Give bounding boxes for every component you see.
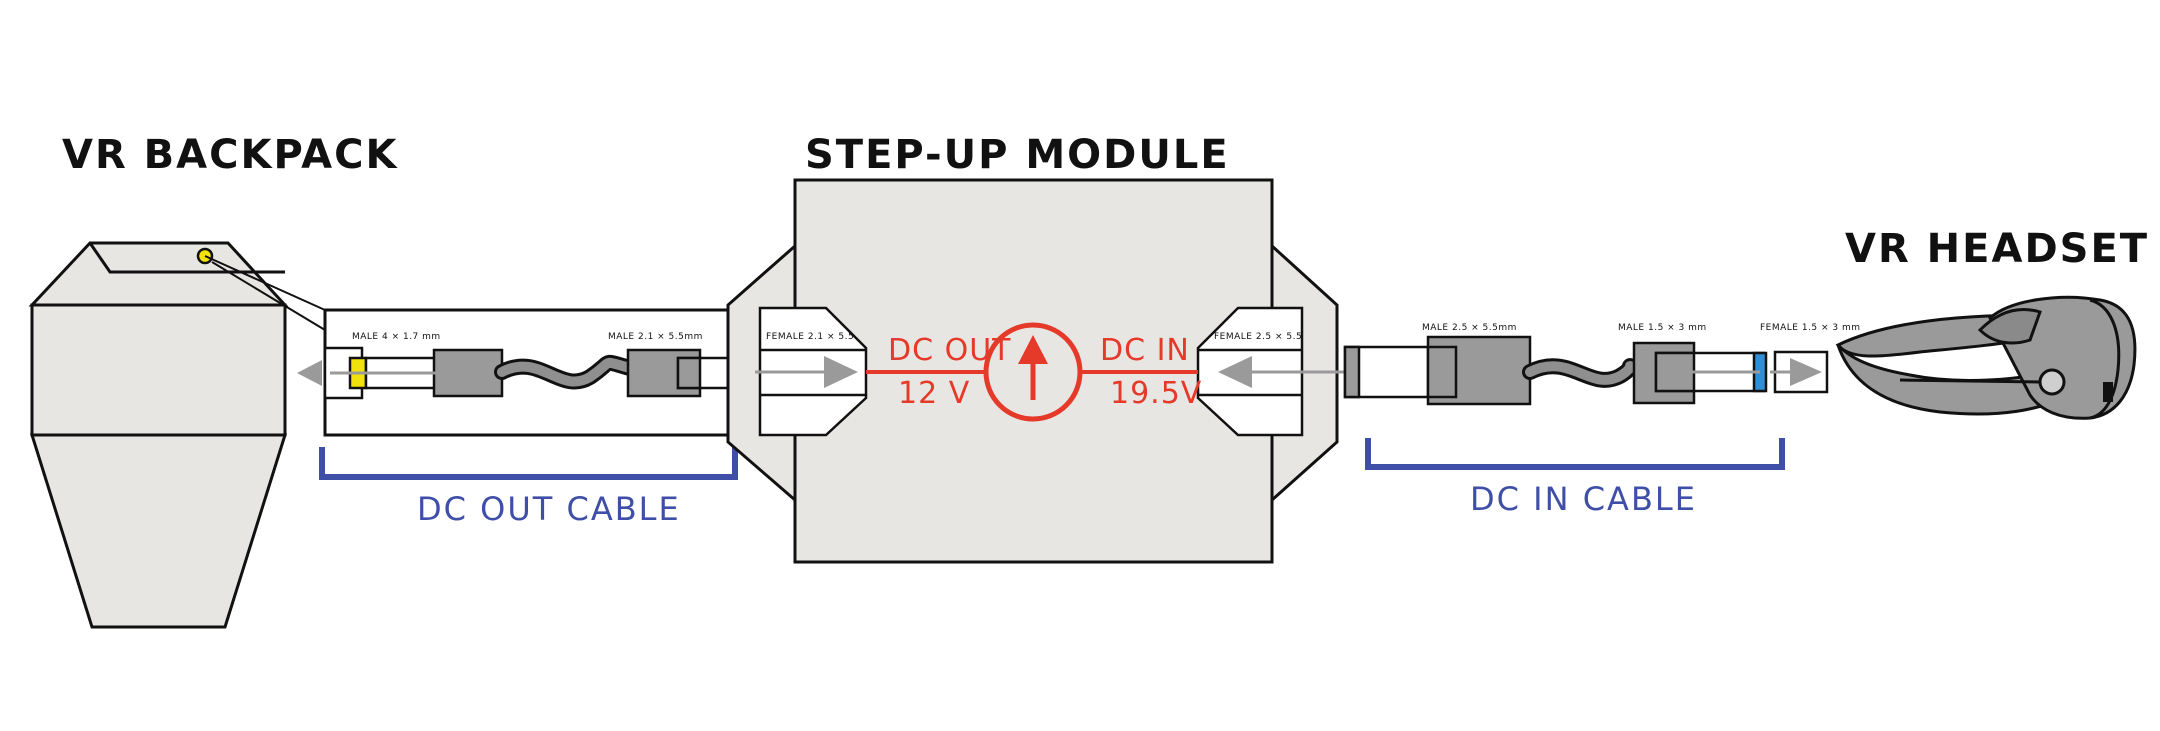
module-title: STEP-UP MODULE [805, 132, 1230, 178]
headset-jack-label: FEMALE 1.5 × 3 mm [1760, 323, 1861, 333]
in-tip-label: MALE 1.5 × 3 mm [1618, 323, 1707, 333]
in-plug-label: MALE 2.5 × 5.5mm [1422, 323, 1517, 333]
dc-out-voltage: 12 V [898, 376, 970, 411]
step-up-arrow-icon [1018, 335, 1048, 364]
headset-dial [2038, 368, 2066, 396]
dc-in-label: DC IN [1100, 333, 1190, 368]
step-up-converter-symbol [983, 322, 1083, 422]
module-out-jack-label: FEMALE 2.1 × 5.5 [766, 332, 854, 342]
vr-headset [1835, 295, 2137, 420]
headset-title: VR HEADSET [1845, 226, 2149, 272]
dc-out-cable-label: DC OUT CABLE [417, 490, 681, 528]
vr-backpack [28, 241, 289, 629]
backpack-title: VR BACKPACK [62, 132, 398, 178]
out-plug-label: MALE 2.1 × 5.5mm [608, 332, 703, 342]
backpack-bottom [29, 433, 288, 629]
dc-in-cable-label: DC IN CABLE [1470, 480, 1697, 518]
dc-in-voltage: 19.5V [1110, 376, 1202, 411]
headset-port [2103, 382, 2113, 402]
in-flow-arrow-right [1790, 358, 1822, 386]
module-in-arrow [1218, 356, 1252, 388]
out-tip-label: MALE 4 × 1.7 mm [352, 332, 441, 342]
dc-out-cable-bracket [319, 447, 738, 480]
dc-in-cable-bracket [1365, 438, 1785, 470]
dc-out-label: DC OUT [888, 333, 1011, 368]
module-in-jack-label: FEMALE 2.5 × 5.5 [1214, 332, 1302, 342]
out-flow-arrow-left [297, 360, 322, 386]
module-out-arrow [824, 356, 858, 388]
backpack-body [30, 303, 287, 437]
